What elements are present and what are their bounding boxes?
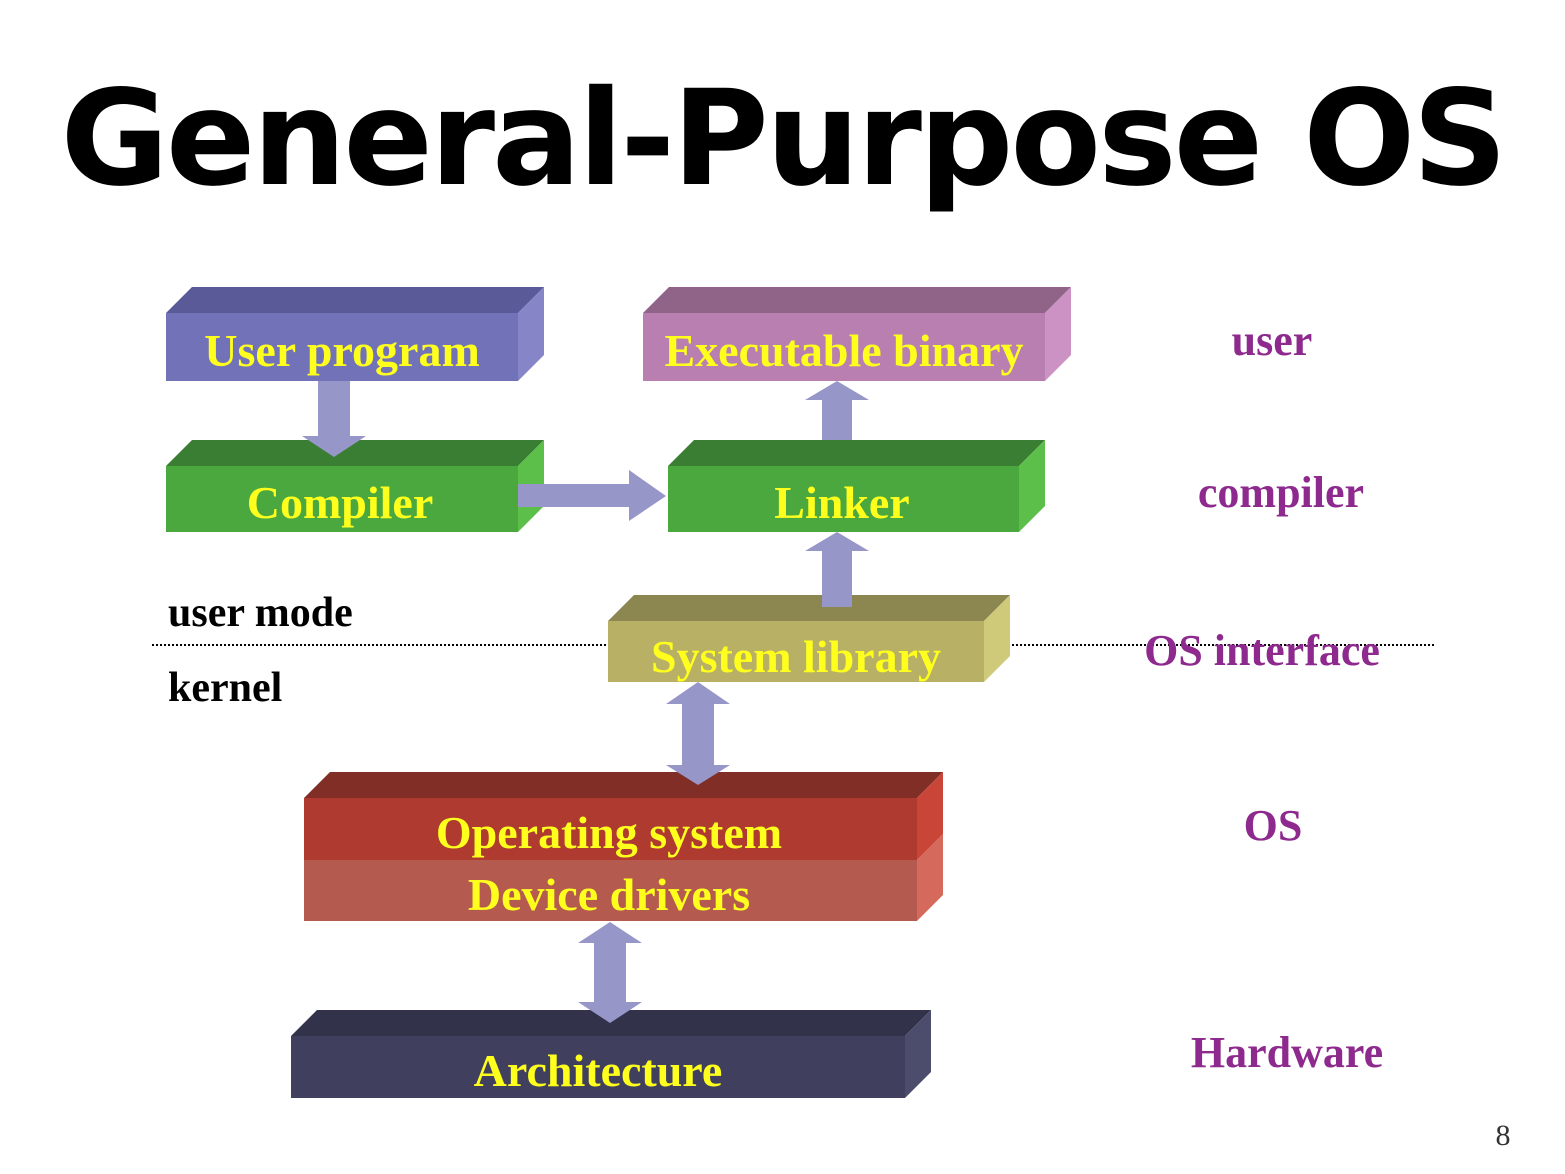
box-side-face xyxy=(984,595,1010,682)
box-architecture: Architecture xyxy=(291,1010,931,1098)
box-label-user-program: User program xyxy=(204,325,480,376)
layer-label-user: user xyxy=(1232,316,1313,365)
layer-label-os-interface: OS interface xyxy=(1144,626,1380,675)
box-side-face xyxy=(917,772,943,860)
box-top-face xyxy=(166,287,544,313)
arrow-compiler-to-linker xyxy=(518,470,666,521)
box-label-operating-system: Operating system xyxy=(436,807,782,858)
arrow-device-drivers-architecture-bidirectional xyxy=(578,922,642,1023)
page-number: 8 xyxy=(1496,1119,1511,1152)
box-front-face xyxy=(643,313,1045,381)
box-executable-binary: Executable binary xyxy=(643,287,1071,381)
box-front-face xyxy=(291,1036,905,1098)
arrow-linker-to-executable-binary xyxy=(805,381,869,440)
box-side-face xyxy=(905,1010,931,1098)
box-front-face xyxy=(668,466,1019,532)
box-top-face xyxy=(304,772,943,798)
box-label-architecture: Architecture xyxy=(474,1045,723,1096)
box-front-face xyxy=(608,621,984,682)
box-top-face xyxy=(643,287,1071,313)
layer-label-hardware: Hardware xyxy=(1191,1028,1383,1077)
box-front-face xyxy=(166,466,518,532)
box-user-program: User program xyxy=(166,287,544,381)
box-top-face xyxy=(291,1010,931,1036)
arrow-system-library-to-linker xyxy=(805,532,869,607)
box-top-face xyxy=(608,595,1010,621)
box-top-face xyxy=(166,440,544,466)
box-top-face xyxy=(668,440,1045,466)
box-side-face xyxy=(1045,287,1071,381)
box-compiler: Compiler xyxy=(166,440,544,532)
box-side-face xyxy=(518,287,544,381)
box-system-library: System library xyxy=(608,595,1010,682)
box-os-stack: Operating system Device drivers xyxy=(304,772,943,921)
box-front-face xyxy=(166,313,518,381)
arrows xyxy=(302,381,869,1023)
kernel-label: kernel xyxy=(168,665,282,711)
box-front-face-device-drivers xyxy=(304,860,917,921)
arrow-system-library-os-bidirectional xyxy=(666,682,730,785)
arrow-user-program-to-compiler xyxy=(302,381,366,457)
box-label-executable-binary: Executable binary xyxy=(664,325,1023,376)
box-label-compiler: Compiler xyxy=(247,477,434,528)
box-front-face-operating-system xyxy=(304,798,917,860)
box-label-system-library: System library xyxy=(651,631,941,682)
layer-label-os: OS xyxy=(1244,801,1303,850)
box-side-face xyxy=(917,834,943,921)
box-side-face xyxy=(1019,440,1045,532)
box-label-device-drivers: Device drivers xyxy=(468,869,750,920)
box-linker: Linker xyxy=(668,440,1045,532)
slide-title: General-Purpose OS xyxy=(60,62,1508,216)
box-label-linker: Linker xyxy=(774,477,909,528)
user-mode-label: user mode xyxy=(168,590,353,636)
layer-label-compiler: compiler xyxy=(1198,468,1364,517)
